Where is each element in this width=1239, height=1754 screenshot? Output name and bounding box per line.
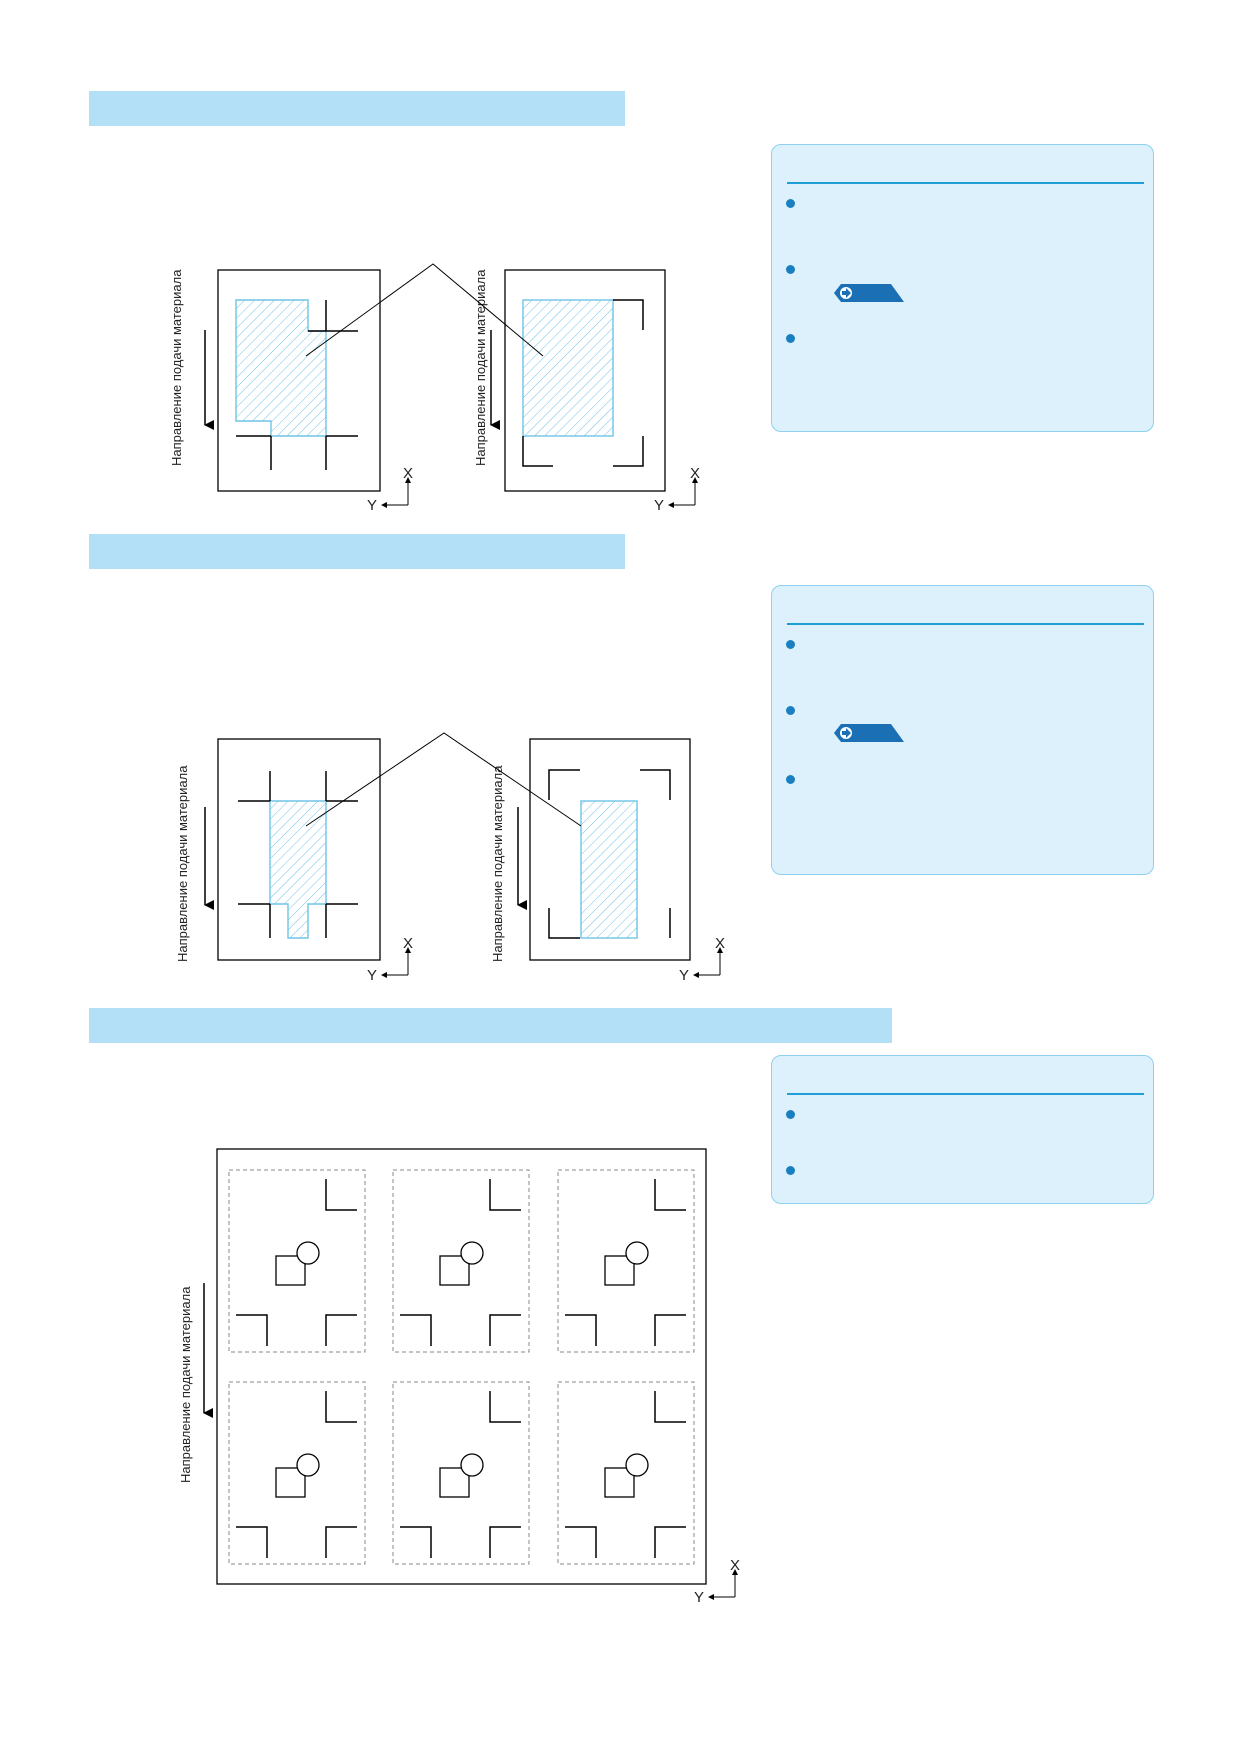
axis-x-label: X [403,465,413,482]
bullet-dot-icon [786,265,795,274]
note-rule [787,1093,1144,1095]
note-box-1 [771,144,1154,432]
feed-direction-label: Направление подачи материала [490,765,505,962]
arrow-right-icon[interactable] [833,723,905,743]
axis-y-label: Y [367,967,377,984]
figure-1-callout [305,263,544,357]
bullet-dot-icon [786,640,795,649]
axis-y-label: Y [694,1589,704,1606]
note-rule [787,182,1144,184]
axis-x-label: X [730,1557,740,1574]
axis-y-label: Y [654,497,664,514]
axis-x-label: X [403,935,413,952]
bullet-dot-icon [786,199,795,208]
axis-x-label: X [690,465,700,482]
note-box-2 [771,585,1154,875]
bullet-dot-icon [786,706,795,715]
feed-direction-label: Направление подачи материала [169,269,184,466]
arrow-right-icon[interactable] [833,283,905,303]
note-rule [787,623,1144,625]
section-header-bar-1 [89,91,625,126]
bullet-dot-icon [786,1110,795,1119]
figure-1-right: Направление подачи материала X Y [473,269,700,514]
axis-y-label: Y [679,967,689,984]
bullet-dot-icon [786,775,795,784]
feed-direction-label: Направление подачи материала [178,1286,193,1483]
figure-3-grid: Направление подачи материала X Y [178,1148,740,1606]
feed-direction-label: Направление подачи материала [175,765,190,962]
figure-1-left: Направление подачи материала X Y [169,269,413,514]
figure-2-right: Направление подачи материала X Y [490,738,725,984]
section-header-bar-3 [89,1008,892,1043]
figure-2-left: Направление подачи материала X Y [175,738,413,984]
figure-2-callout [305,732,582,827]
note-box-3 [771,1055,1154,1204]
axis-x-label: X [715,935,725,952]
feed-direction-label: Направление подачи материала [473,269,488,466]
section-header-bar-2 [89,534,625,569]
axis-y-label: Y [367,497,377,514]
bullet-dot-icon [786,1166,795,1175]
bullet-dot-icon [786,334,795,343]
